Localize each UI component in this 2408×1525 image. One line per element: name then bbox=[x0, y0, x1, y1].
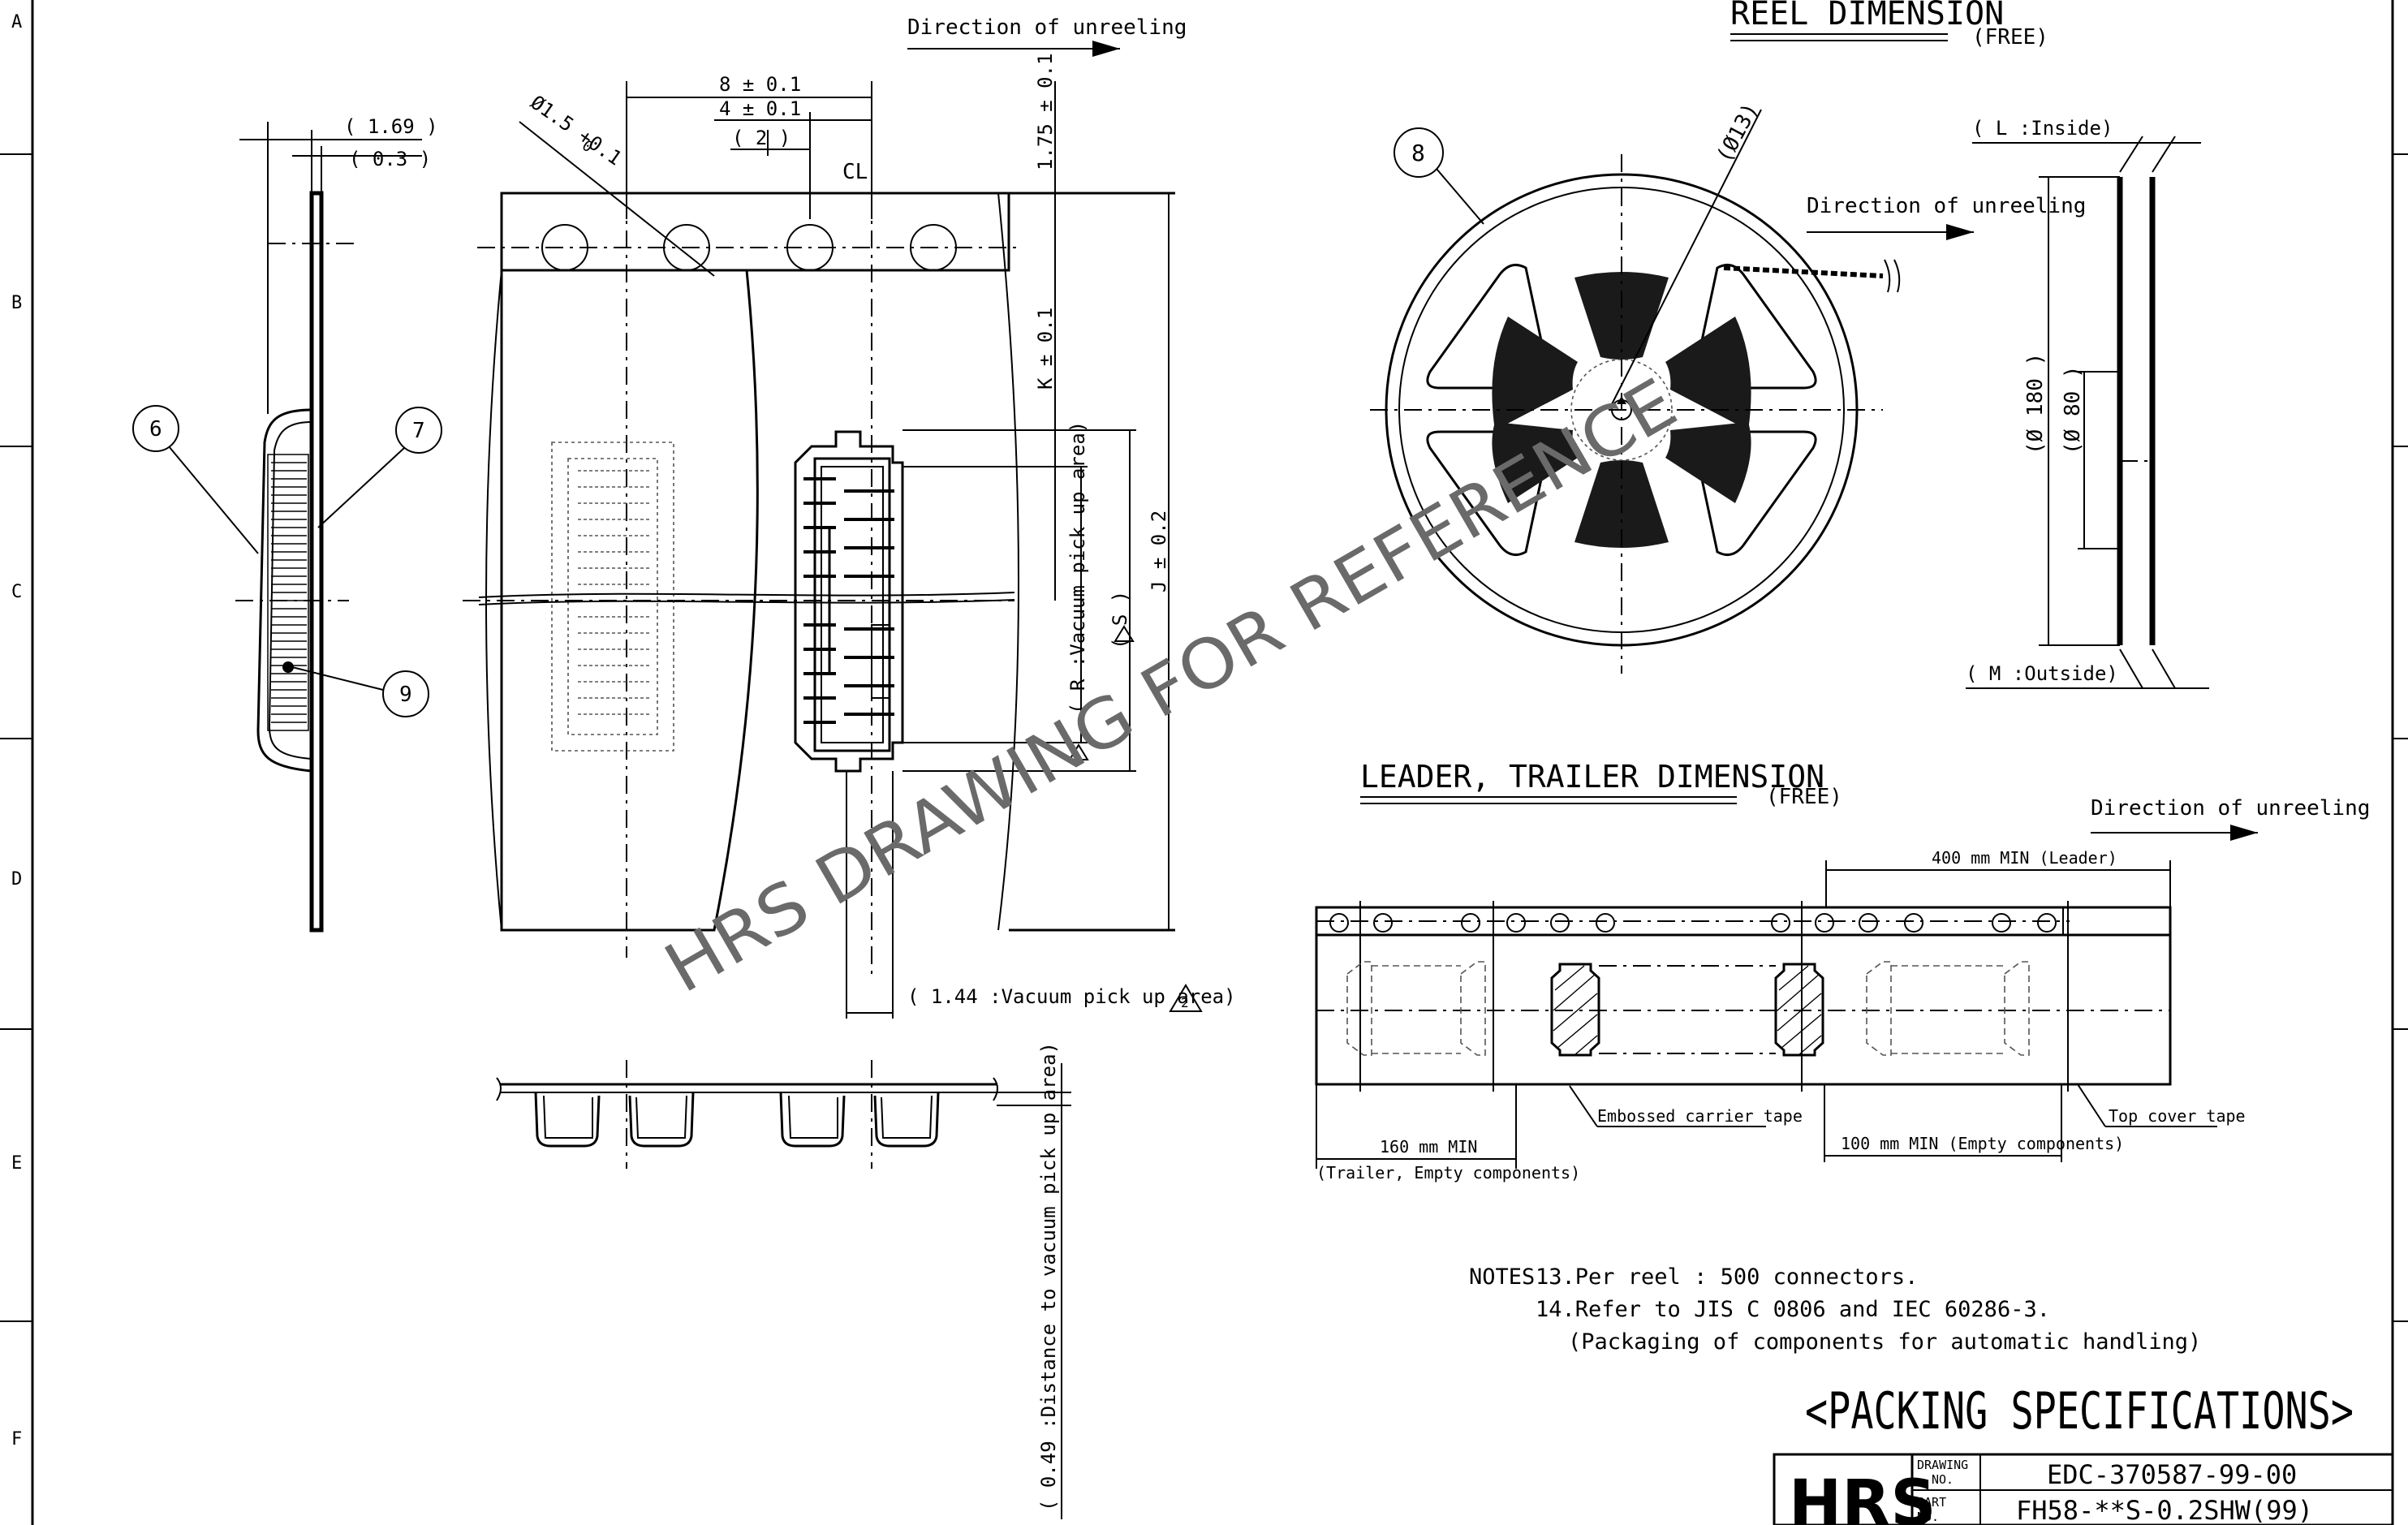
drawing-no-label-2: NO. bbox=[1932, 1472, 1954, 1487]
reel-m-outside: ( M :Outside) bbox=[1966, 662, 2118, 685]
trailer-length: 160 mm MIN bbox=[1380, 1137, 1477, 1157]
revision-mark: 2 bbox=[1181, 995, 1189, 1010]
notes-label: NOTES bbox=[1469, 1264, 1535, 1290]
dim-r: ( R :Vacuum pick up area) bbox=[1066, 421, 1089, 714]
reel-free: (FREE) bbox=[1972, 25, 2048, 50]
part-no-label-2: NO. bbox=[1917, 1510, 1939, 1524]
side-contacts bbox=[267, 454, 309, 731]
leader-direction-label: Direction of unreeling bbox=[2091, 796, 2370, 821]
note-13: 13.Per reel : 500 connectors. bbox=[1536, 1264, 1918, 1290]
leader-free: (FREE) bbox=[1766, 785, 1842, 809]
tape-top-view: Direction of unreeling bbox=[463, 15, 1236, 1019]
reel-hub-dia: (Ø13) bbox=[1712, 99, 1764, 166]
grid-row-f: F bbox=[11, 1429, 22, 1450]
dim-pitch-8: 8 ± 0.1 bbox=[719, 73, 801, 96]
balloon-9: 9 bbox=[399, 683, 412, 707]
connector-in-pocket bbox=[794, 430, 904, 773]
dim-0-49: ( 0.49 :Distance to vacuum pick up area) bbox=[1037, 1042, 1060, 1511]
grid-row-a: A bbox=[11, 12, 22, 32]
dim-k: K ± 0.1 bbox=[1034, 308, 1057, 390]
dim-pitch-2: ( 2 ) bbox=[732, 127, 790, 149]
hrs-logo: HRS bbox=[1789, 1467, 1936, 1525]
dim-j: J ± 0.2 bbox=[1148, 510, 1170, 592]
centerline-mark: CL bbox=[842, 160, 868, 184]
drawing-no-label-1: DRAWING bbox=[1917, 1458, 1968, 1472]
grid-row-e: E bbox=[11, 1153, 22, 1174]
dim-1-44: ( 1.44 :Vacuum pick up area) bbox=[907, 985, 1236, 1008]
part-no-label-1: PART bbox=[1917, 1495, 1946, 1510]
leader-filled-pockets bbox=[1550, 963, 1824, 1057]
leader-length: 400 mm MIN (Leader) bbox=[1932, 848, 2117, 868]
part-number: FH58-**S-0.2SHW(99) bbox=[2016, 1495, 2313, 1525]
dim-1-75: 1.75 ± 0.1 bbox=[1034, 54, 1057, 171]
reel-view: REEL DIMENSION (FREE) (Ø13) 8 Dir bbox=[1370, 0, 2209, 689]
title-block: <PACKING SPECIFICATIONS> HRS DRAWING NO.… bbox=[1773, 1381, 2394, 1525]
reel-title: REEL DIMENSION bbox=[1730, 0, 2004, 32]
tape-section-view: ( 0.49 :Distance to vacuum pick up area) bbox=[496, 1042, 1071, 1519]
dim-0-3: ( 0.3 ) bbox=[349, 148, 431, 170]
side-view: ( 1.69 ) ( 0.3 ) 6 7 9 bbox=[132, 115, 442, 933]
leader-title: LEADER, TRAILER DIMENSION bbox=[1360, 759, 1824, 795]
cover-label: Top cover tape bbox=[2109, 1106, 2246, 1126]
leader-trailer-view: LEADER, TRAILER DIMENSION (FREE) Directi… bbox=[1315, 759, 2370, 1183]
grid-row-b: B bbox=[11, 293, 22, 313]
reel-direction-label: Direction of unreeling bbox=[1807, 194, 2086, 218]
trailer-note: (Trailer, Empty components) bbox=[1316, 1163, 1580, 1183]
tape-direction-label: Direction of unreeling bbox=[907, 15, 1187, 40]
drawing-number: EDC-370587-99-00 bbox=[2047, 1459, 2297, 1490]
empty-length: 100 mm MIN (Empty components) bbox=[1841, 1134, 2124, 1153]
grid-row-d: D bbox=[11, 869, 22, 890]
packing-heading: <PACKING SPECIFICATIONS> bbox=[1805, 1381, 2354, 1441]
balloon-8: 8 bbox=[1411, 140, 1425, 166]
reel-l-inside: ( L :Inside) bbox=[1972, 117, 2113, 140]
dim-1-69: ( 1.69 ) bbox=[344, 115, 438, 138]
balloon-6: 6 bbox=[149, 417, 162, 442]
dim-s: ( S ) bbox=[1109, 591, 1131, 649]
reel-dia-180: (Ø 180 ) bbox=[2023, 353, 2048, 454]
reference-watermark: HRS DRAWING FOR REFERENCE bbox=[652, 363, 1690, 1008]
note-14b: (Packaging of components for automatic h… bbox=[1568, 1329, 2201, 1355]
grid-row-c: C bbox=[11, 582, 22, 602]
note-14: 14.Refer to JIS C 0806 and IEC 60286-3. bbox=[1536, 1297, 2050, 1322]
notes: NOTES 13.Per reel : 500 connectors. 14.R… bbox=[1469, 1264, 2201, 1355]
reel-dia-80: (Ø 80 ) bbox=[2061, 365, 2085, 454]
embossed-label: Embossed carrier tape bbox=[1597, 1106, 1803, 1126]
dim-hole-dia: Ø1.5 +0.1 bbox=[527, 91, 627, 170]
balloon-7: 7 bbox=[412, 419, 425, 443]
dim-pitch-4: 4 ± 0.1 bbox=[719, 97, 801, 120]
